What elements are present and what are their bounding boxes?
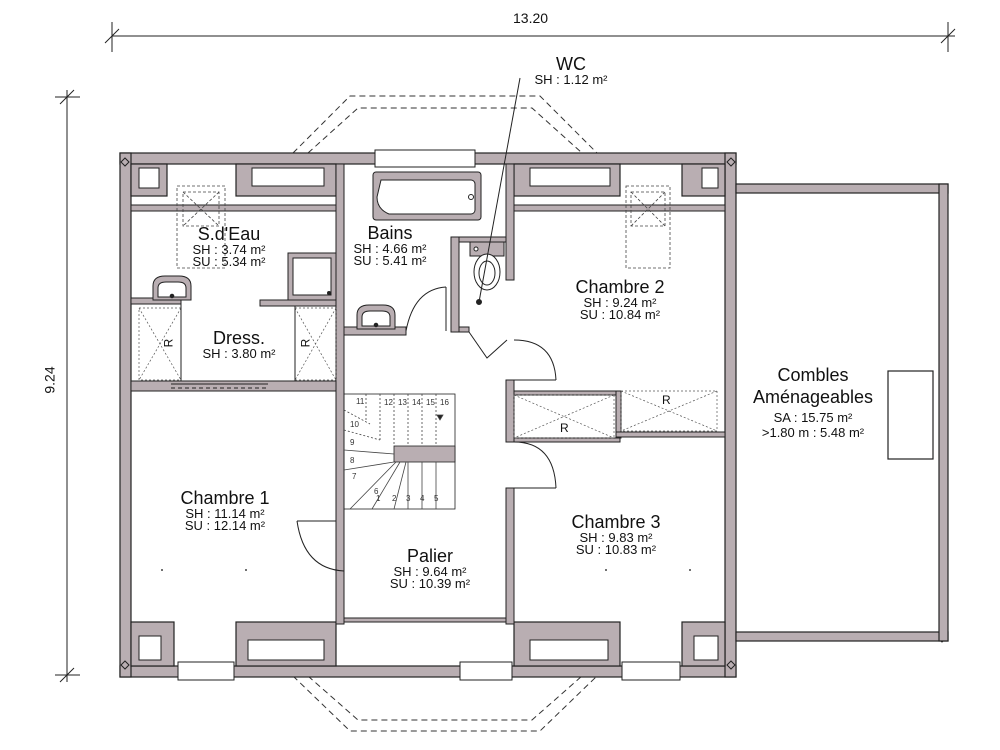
room-combles: Combles Aménageables SA : 15.75 m² >1.80… [737, 364, 889, 440]
room-name: Palier [406, 546, 454, 566]
stair-step-number: 8 [350, 456, 355, 465]
dormer-outlines [292, 95, 598, 732]
stair-step-number: 2 [392, 494, 397, 503]
room-name: Dress. [212, 328, 265, 348]
room-sh: SH : 3.74 m² [192, 242, 266, 257]
room-sh: SH : 3.80 m² [202, 346, 276, 361]
stair-step-number: 1 [376, 494, 381, 503]
room-su: SU : 5.34 m² [192, 254, 266, 269]
room-bains: Bains SH : 4.66 m² SU : 5.41 m² [344, 224, 436, 267]
room-high-area: >1.80 m : 5.48 m² [761, 425, 865, 440]
room-su: SU : 5.41 m² [353, 253, 427, 268]
skylights [176, 185, 671, 269]
stair-step-number: 14 [412, 398, 421, 407]
room-sh: SH : 9.64 m² [393, 564, 467, 579]
closet-mark: R [161, 338, 176, 348]
room-s-deau: S.d'Eau SH : 3.74 m² SU : 5.34 m² [174, 225, 284, 268]
closet-mark: R [298, 338, 313, 348]
room-wc: WC SH : 1.12 m² [516, 55, 626, 86]
attic-walls [735, 183, 949, 642]
stair-step-number: 12 [384, 398, 393, 407]
room-sa: SA : 15.75 m² [773, 410, 853, 425]
stair-step-number: 6 [374, 487, 379, 496]
room-sh: SH : 1.12 m² [534, 72, 608, 87]
room-name: Chambre 3 [571, 512, 661, 532]
stair-step-number: 15 [426, 398, 435, 407]
room-sh: SH : 9.83 m² [579, 530, 653, 545]
stair-step-number: 16 [440, 398, 449, 407]
room-chambre-3: Chambre 3 SH : 9.83 m² SU : 10.83 m² [556, 513, 676, 556]
staircase [343, 393, 456, 510]
door-swings [296, 286, 557, 572]
pillar-recesses [138, 167, 719, 661]
width-dimension-line [104, 22, 956, 52]
toilet [469, 241, 505, 291]
room-dress: Dress. SH : 3.80 m² [184, 329, 294, 360]
room-name-line-2: Aménageables [752, 387, 874, 407]
room-name: Bains [367, 223, 413, 243]
height-dimension: 9.24 [41, 366, 58, 394]
room-chambre-1: Chambre 1 SH : 11.14 m² SU : 12.14 m² [170, 489, 280, 532]
room-su: SU : 10.83 m² [575, 542, 657, 557]
closet-mark: R [560, 421, 569, 435]
outlet-dots [161, 569, 691, 571]
closet-mark: R [662, 393, 671, 407]
room-sh: SH : 4.66 m² [353, 241, 427, 256]
stair-step-number: 5 [434, 494, 439, 503]
stair-step-number: 3 [406, 494, 411, 503]
room-palier: Palier SH : 9.64 m² SU : 10.39 m² [370, 547, 490, 590]
room-name: Chambre 2 [575, 277, 665, 297]
room-sh: SH : 9.24 m² [583, 295, 657, 310]
room-su: SU : 10.84 m² [579, 307, 661, 322]
window-openings [177, 149, 681, 681]
stair-step-number: 11 [356, 397, 365, 406]
bathtub [372, 171, 482, 221]
room-chambre-2: Chambre 2 SH : 9.24 m² SU : 10.84 m² [560, 278, 680, 321]
height-dimension-line [55, 89, 80, 683]
stair-step-number: 4 [420, 494, 425, 503]
stair-step-number: 9 [350, 438, 355, 447]
shower-tray [287, 252, 337, 301]
stair-step-number: 7 [352, 472, 357, 481]
room-name-line-1: Combles [777, 365, 849, 385]
washbasins [152, 275, 396, 330]
stair-step-number: 13 [398, 398, 407, 407]
room-name: Chambre 1 [180, 488, 270, 508]
room-name: S.d'Eau [197, 224, 261, 244]
interior-walls [130, 163, 726, 625]
closet-partitions [171, 304, 296, 389]
stair-step-number: 10 [350, 420, 359, 429]
room-su: SU : 12.14 m² [184, 518, 266, 533]
room-name: WC [556, 54, 586, 74]
room-su: SU : 10.39 m² [389, 576, 471, 591]
wc-leader-line [476, 77, 521, 305]
width-dimension: 13.20 [513, 10, 549, 26]
room-sh: SH : 11.14 m² [185, 506, 265, 521]
